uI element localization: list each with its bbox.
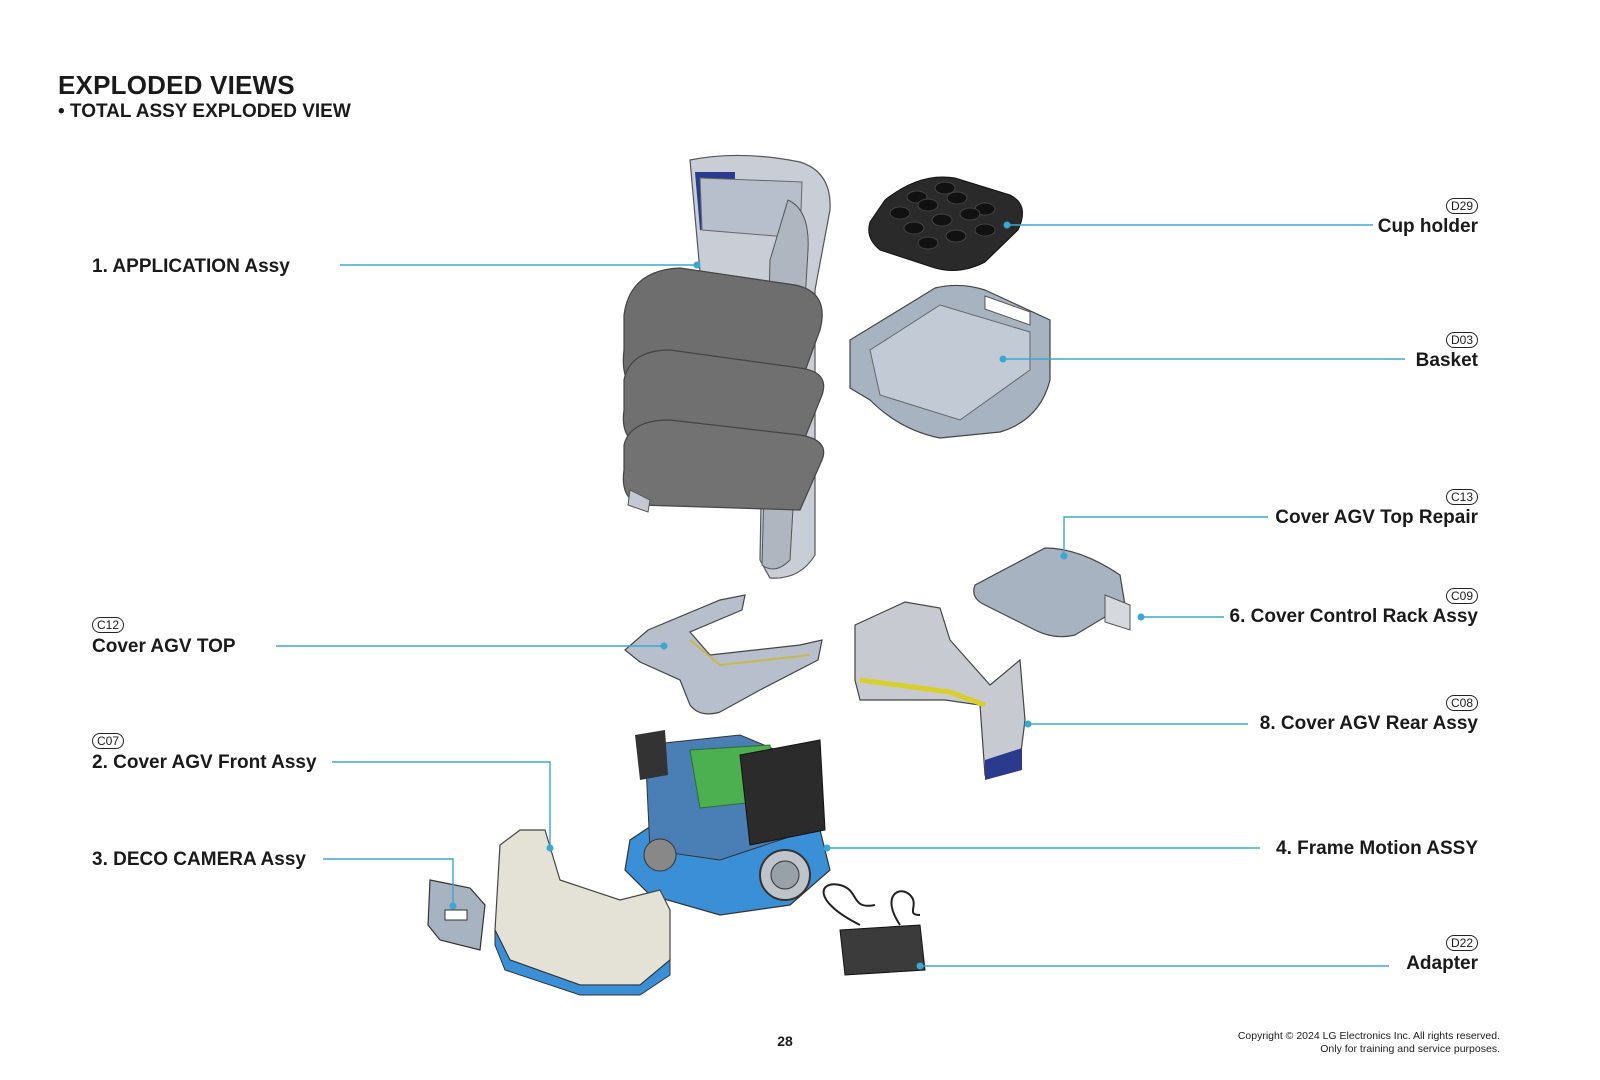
- page-title: EXPLODED VIEWS: [58, 70, 295, 100]
- label-cup-holder: Cup holder: [1377, 216, 1478, 237]
- label-cover-agv-front-assy: 2. Cover AGV Front Assy: [92, 752, 317, 773]
- part-code-c07: C07: [92, 733, 125, 749]
- application-assy-drawing: [622, 154, 831, 579]
- cup-holder-drawing: [868, 176, 1023, 271]
- deco-camera-drawing: [427, 879, 486, 951]
- copyright-line-1: Copyright © 2024 LG Electronics Inc. All…: [1237, 1030, 1500, 1042]
- frame-motion-drawing: [624, 730, 831, 916]
- label-cover-control-rack-assy: 6. Cover Control Rack Assy: [1229, 606, 1479, 627]
- leader-dots: [449, 221, 1145, 970]
- label-adapter: Adapter: [1406, 953, 1478, 974]
- cover-agv-top-repair-drawing: [973, 547, 1131, 638]
- basket-drawing: [849, 284, 1051, 439]
- cover-agv-rear-drawing: [854, 601, 1026, 780]
- label-cover-agv-top: Cover AGV TOP: [92, 636, 236, 657]
- copyright-notice: Copyright © 2024 LG Electronics Inc. All…: [1238, 1030, 1500, 1056]
- part-code-d29: D29: [1445, 198, 1478, 214]
- part-code-c12: C12: [92, 617, 125, 633]
- page-number: 28: [777, 1033, 793, 1049]
- cover-agv-front-drawing: [494, 829, 671, 996]
- part-code-d22: D22: [1445, 935, 1478, 951]
- part-code-c09: C09: [1445, 588, 1478, 604]
- label-basket: Basket: [1415, 350, 1478, 371]
- label-application-assy: 1. APPLICATION Assy: [92, 256, 290, 277]
- label-cover-agv-rear-assy: 8. Cover AGV Rear Assy: [1259, 713, 1478, 734]
- adapter-drawing: [822, 883, 926, 976]
- page-subtitle: • TOTAL ASSY EXPLODED VIEW: [58, 101, 351, 122]
- label-cover-agv-top-repair: Cover AGV Top Repair: [1275, 507, 1478, 528]
- label-frame-motion-assy: 4. Frame Motion ASSY: [1276, 838, 1478, 859]
- copyright-line-2: Only for training and service purposes.: [1320, 1043, 1500, 1055]
- label-deco-camera-assy: 3. DECO CAMERA Assy: [92, 849, 306, 870]
- leader-lines: [276, 224, 1405, 967]
- cover-agv-top-drawing: [624, 594, 823, 715]
- part-code-c08: C08: [1445, 695, 1478, 711]
- part-code-c13: C13: [1445, 489, 1478, 505]
- part-code-d03: D03: [1445, 332, 1478, 348]
